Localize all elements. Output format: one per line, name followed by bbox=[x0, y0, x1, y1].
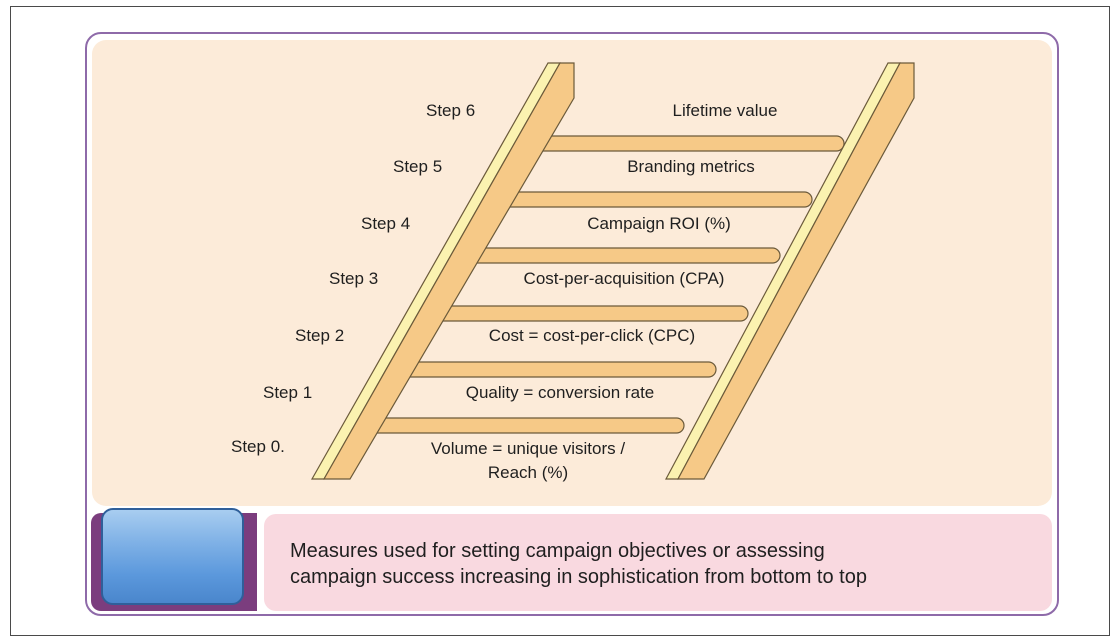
ladder-rungs bbox=[363, 135, 845, 434]
step-2-metric: Cost = cost-per-click (CPC) bbox=[488, 326, 696, 345]
ladder-rung bbox=[459, 247, 781, 264]
step-0-label: Step 0. bbox=[231, 437, 285, 456]
ladder-right-rail bbox=[664, 62, 915, 480]
step-0-metric: Volume = unique visitors / Reach (%) bbox=[430, 439, 626, 482]
ladder-rung bbox=[395, 361, 717, 378]
figure-caption: Measures used for setting campaign objec… bbox=[290, 540, 867, 588]
ladder-rung bbox=[523, 135, 845, 152]
step-1-label: Step 1 bbox=[263, 383, 313, 402]
step-6-label: Step 6 bbox=[426, 101, 476, 120]
step-5-label: Step 5 bbox=[393, 157, 443, 176]
step-4-metric: Campaign ROI (%) bbox=[587, 214, 731, 233]
step-3-label: Step 3 bbox=[329, 269, 379, 288]
ladder-rung bbox=[427, 305, 749, 322]
step-1-metric: Quality = conversion rate bbox=[465, 383, 655, 402]
step-6-metric: Lifetime value bbox=[672, 101, 778, 120]
ladder-rung bbox=[491, 191, 813, 208]
step-2-label: Step 2 bbox=[295, 326, 345, 345]
caption-accent-blue bbox=[101, 508, 244, 605]
ladder-left-rail bbox=[310, 62, 575, 480]
step-4-label: Step 4 bbox=[361, 214, 411, 233]
ladder-rung bbox=[363, 417, 685, 434]
caption-box bbox=[264, 514, 1052, 611]
step-5-metric: Branding metrics bbox=[627, 157, 755, 176]
step-3-metric: Cost-per-acquisition (CPA) bbox=[523, 269, 725, 288]
